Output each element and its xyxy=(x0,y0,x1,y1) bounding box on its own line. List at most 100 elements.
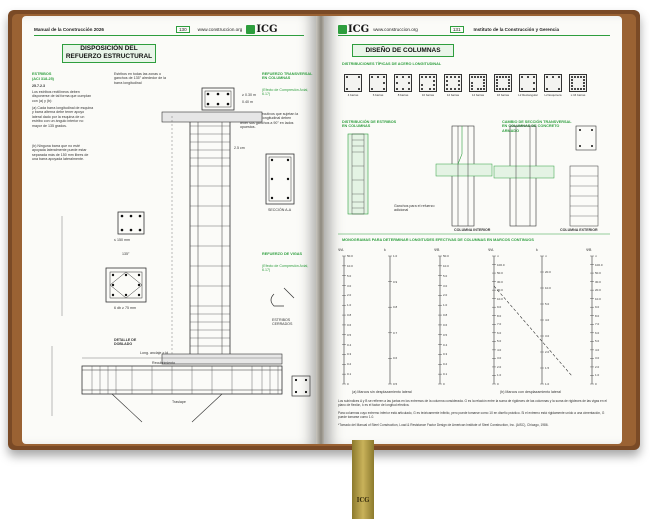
bookmark-ribbon[interactable] xyxy=(352,440,374,519)
nomogram-tick-label: 5.0 xyxy=(497,339,502,344)
arrangement-item: 4 barras xyxy=(342,72,364,102)
side-note-1-text: Estribos consecutivos que sujetan la mis… xyxy=(240,112,299,130)
left-page-header: Manual de la Construcción 2026 130 www.c… xyxy=(34,22,304,36)
side-note-1-title: REFUERZO TRANSVERSAL EN COLUMNAS xyxy=(262,72,313,81)
axis-k-2: k xyxy=(536,248,538,252)
nomogram-tick-label: 8.0 xyxy=(497,313,502,318)
arrangement-item: L2 Esquinera xyxy=(542,72,564,102)
nomogram-tick-label: 50.0 xyxy=(497,271,503,276)
axis-psi-b-1: ΨB xyxy=(434,248,440,252)
arrangement-label: 12 barras xyxy=(446,93,460,97)
stirrup-distribution-drawing xyxy=(347,133,369,215)
arrangement-label: 16 barras xyxy=(496,93,510,97)
nomogram-tick-label: 0 xyxy=(347,382,349,386)
arrangement-label: 8 barras xyxy=(397,93,409,97)
axis-psi-a-2: ΨA xyxy=(488,248,494,252)
nomogram-tick-label: 0.1 xyxy=(443,372,448,377)
section-title: DISPOSICIÓN DEL REFUERZO ESTRUCTURAL xyxy=(62,44,156,63)
nomogram-tick-label: 100.0 xyxy=(595,262,603,267)
right-page: ICG www.construccion.org 131 Instituto d… xyxy=(324,16,622,444)
estribos-title: ESTRIBOS xyxy=(32,72,52,76)
section-title-right: DISEÑO DE COLUMNAS xyxy=(352,44,454,57)
nomogram-tick-label: 7.0 xyxy=(595,322,600,327)
dimension-lines xyxy=(51,216,282,416)
nomogram-tick-label: 3.0 xyxy=(443,283,448,288)
nomogram-tick-label: 3.0 xyxy=(595,356,600,361)
arrangement-label: L2 Esquinera xyxy=(544,93,562,97)
side-note-1-sub: (Efecto de Compresión Axial, 6.17) xyxy=(262,88,309,97)
cambio-seccion-title: CAMBIO DE SECCIÓN TRANSVERSAL EN COLUMNA… xyxy=(502,120,572,133)
nomogram-guide-line xyxy=(493,285,573,377)
nomogram-tick-label: 0.5 xyxy=(443,332,448,337)
arrangement-item: 14 barras xyxy=(467,72,489,102)
header-rule xyxy=(34,35,304,36)
nomogram-tick-label: 4.0 xyxy=(595,347,600,352)
header-book-title: Manual de la Construcción 2026 xyxy=(34,26,104,32)
nomogram-tick-label: 2.0 xyxy=(443,293,448,298)
label-columna-exterior: COLUMNA EXTERIOR xyxy=(560,228,598,232)
right-page-header: ICG www.construccion.org 131 Instituto d… xyxy=(338,22,610,36)
nomogram-tick-label: 0.8 xyxy=(347,313,352,318)
header-rule-right xyxy=(338,35,610,36)
label-long-anclaje: Long. anclaje ≥ ld xyxy=(140,351,169,355)
beam-elevation xyxy=(81,365,311,423)
arrangement-section-icon xyxy=(544,74,562,92)
arrangement-item: 6 barras xyxy=(367,72,389,102)
arrangement-section-icon xyxy=(419,74,437,92)
label-detalle-doblado: DETALLE DE DOBLADO xyxy=(114,338,137,347)
axis-k-1: k xyxy=(384,248,386,252)
nomogram-tick-label: 0.4 xyxy=(443,342,448,347)
nomogram-tick-label: 1.0 xyxy=(595,373,600,378)
left-drawings xyxy=(51,87,311,423)
right-drawings xyxy=(338,125,610,385)
nomogram-tick-label: 2.0 xyxy=(347,293,352,298)
label-6db: 6 db ≥ 75 mm xyxy=(114,306,136,310)
arrangement-item: 8 barras xyxy=(392,72,414,102)
nomogram-tick-label: 10.0 xyxy=(443,263,449,268)
header-institute: Instituto de la Construcción y Gerencia xyxy=(473,26,560,32)
logo-mark-icon xyxy=(338,24,347,34)
nomogram-tick-label: 0.7 xyxy=(393,330,398,335)
page-number: 130 xyxy=(175,25,190,33)
nomogram-tick-label: 1.5 xyxy=(545,366,550,370)
nomogram-tick-label: 20.0 xyxy=(497,288,503,293)
estribos-item-a: (a) Cada barra longitudinal de esquina y… xyxy=(32,106,94,128)
arrangement-label: 6 barras xyxy=(372,93,384,97)
label-traslape: Traslape xyxy=(172,400,186,404)
dim-a: ≥ 0.30 m xyxy=(242,93,256,97)
nomogram-tick-label: 6.0 xyxy=(595,330,600,335)
nomogram-tick-label: 0.3 xyxy=(347,352,352,357)
nomogram-tick-label: 100.0 xyxy=(497,262,505,267)
nomogram-tick-label: 0.5 xyxy=(393,382,398,386)
estribos-distribution-title: DISTRIBUCIÓN DE ESTRIBOS EN COLUMNAS xyxy=(342,120,397,129)
nomogram-tick-label: 20.0 xyxy=(595,288,601,293)
label-ganchos: Ganchos para el refuerzo adicional xyxy=(394,204,435,213)
nomogram-tick-label: 2.0 xyxy=(545,350,550,354)
footnote-3: *Tomado del Manual of Steel Construction… xyxy=(338,423,549,427)
nomogram-tick-label: 0 xyxy=(595,382,597,386)
nomogram-tick-label: 0.9 xyxy=(393,279,398,284)
label-columna-interior: COLUMNA INTERIOR xyxy=(454,228,491,232)
icg-logo-right: ICG xyxy=(338,24,369,35)
nomogram-tick-label: 8.0 xyxy=(595,313,600,318)
arrangement-item: ≥ 16 barras xyxy=(567,72,589,102)
nomogram-tick-label: 30.0 xyxy=(497,279,503,284)
label-150: ≤ 150 mm xyxy=(114,238,130,242)
nomogram-tick-label: 20.0 xyxy=(545,270,551,274)
nomogram-tick-label: 50.0 xyxy=(443,254,449,258)
nomogram-tick-label: 5.0 xyxy=(545,302,550,306)
column-change-interior xyxy=(435,125,493,227)
nomogram-tick-label: 1.0 xyxy=(347,303,352,308)
nomogram-tick-label: 0.2 xyxy=(443,362,448,367)
axis-psi-a-1: ΨA xyxy=(338,248,344,252)
arrangement-section-icon xyxy=(344,74,362,92)
arrangement-label: L2 Rectangular xyxy=(518,93,538,97)
nomogram-tick-label: 10.0 xyxy=(497,296,503,301)
column-change-exterior xyxy=(493,125,555,227)
side-section-drawing xyxy=(569,125,599,227)
nomogram-tick-label: 5.0 xyxy=(595,339,600,344)
nomogram-tick-label: 3.0 xyxy=(497,356,502,361)
nomogram-tick-label: 2.0 xyxy=(595,364,600,369)
side-note-2-sub: (Efecto de Compresión Axial, 6.17) xyxy=(262,264,309,273)
nomogram-tick-label: 10.0 xyxy=(595,296,601,301)
